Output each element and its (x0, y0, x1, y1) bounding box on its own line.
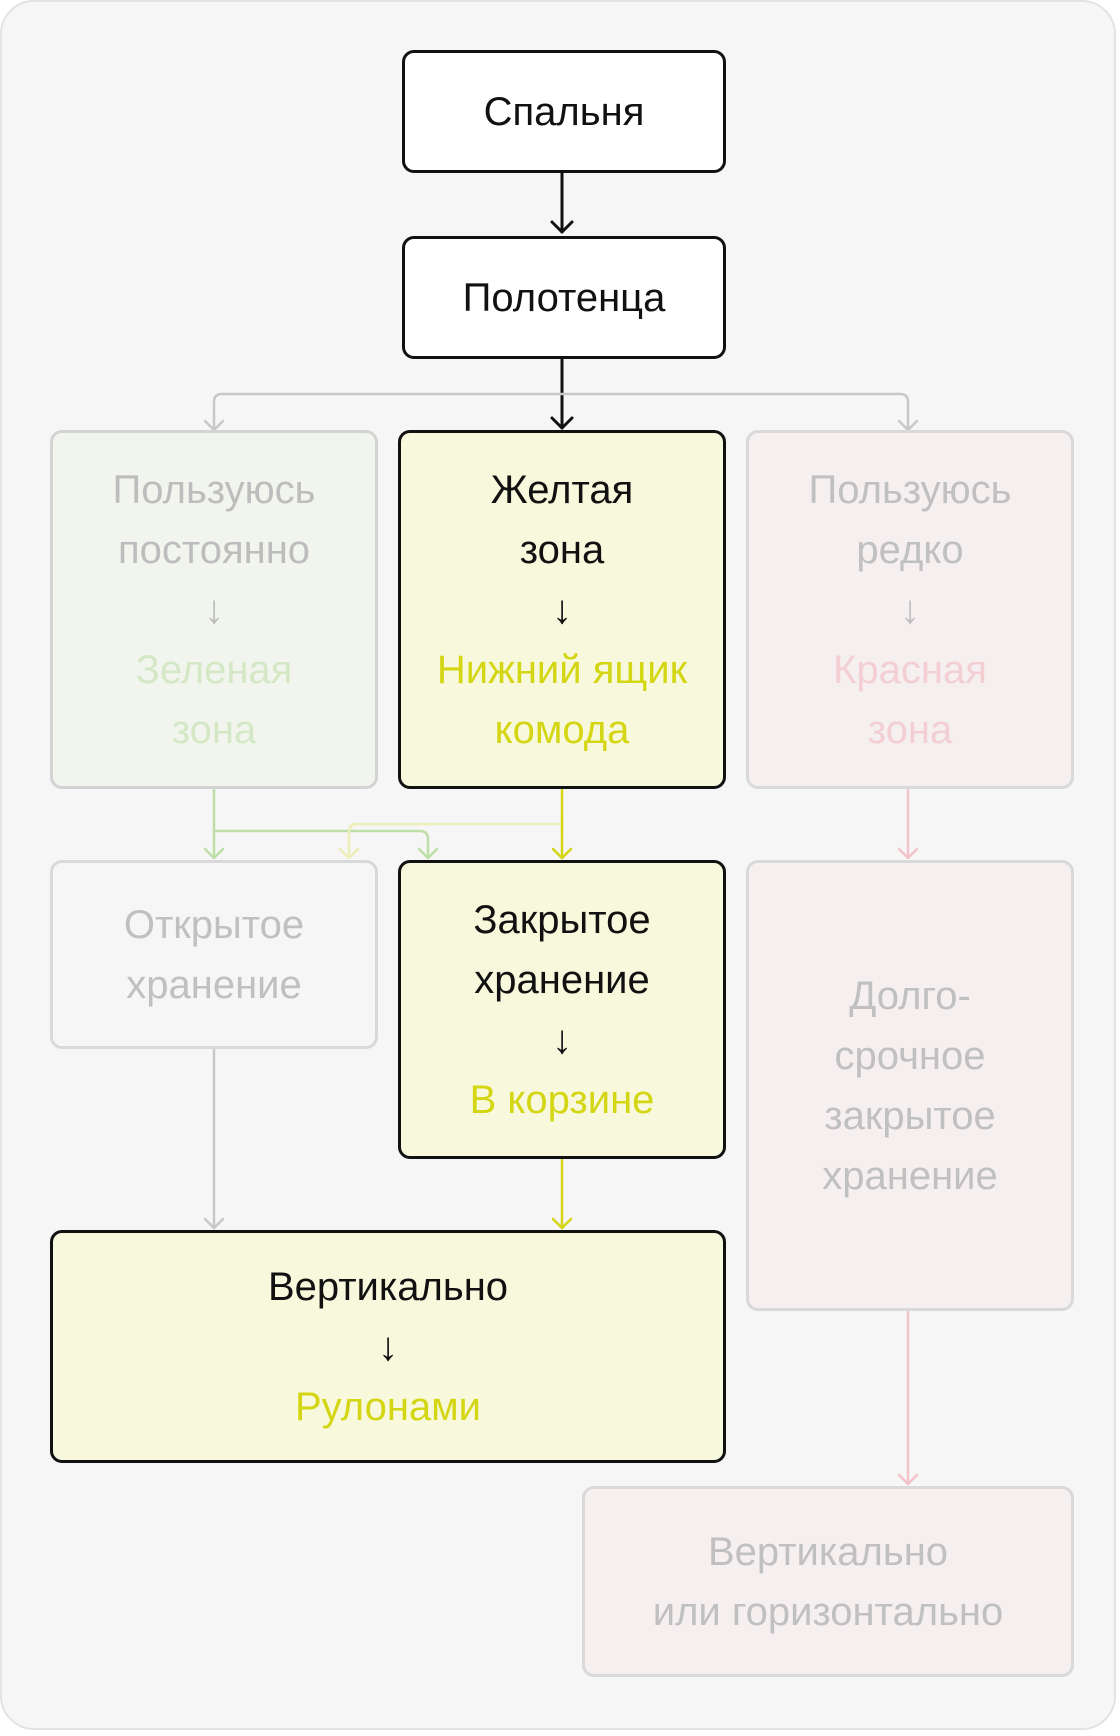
node-green-zone-line1: Зеленая (135, 647, 293, 692)
node-bedroom-label: Спальня (483, 89, 645, 134)
node-open-line2: хранение (126, 962, 302, 1007)
node-towels: Полотенца (402, 236, 726, 359)
node-yellow-place-line1: Нижний ящик (436, 647, 688, 692)
node-towels-label: Полотенца (462, 275, 666, 320)
node-longterm-line4: хранение (822, 1153, 998, 1198)
edge-open-vertical (203, 1047, 225, 1230)
node-vertical: Вертикально ↓ Рулонами (50, 1230, 726, 1463)
node-green-zone-line2: зона (171, 707, 257, 752)
node-constant-use: Пользуюсь постоянно ↓ Зеленая зона (50, 430, 378, 789)
node-yellow-line1: Желтая (490, 467, 634, 512)
node-yellow-place-line2: комода (494, 707, 630, 752)
node-closed-line1: Закрытое (473, 897, 651, 942)
edge-bedroom-towels (550, 171, 574, 234)
edge-yellow-light (338, 822, 564, 860)
node-open-line1: Открытое (123, 902, 305, 947)
node-closed-storage: Закрытое хранение ↓ В корзине (398, 860, 726, 1159)
down-arrow-icon: ↓ (552, 587, 572, 632)
node-yellow-zone: Желтая зона ↓ Нижний ящик комода (398, 430, 726, 789)
node-longterm-line3: закрытое (824, 1093, 996, 1138)
node-closed-line2: хранение (474, 957, 650, 1002)
node-red-zone-line2: зона (867, 707, 953, 752)
node-closed-place: В корзине (469, 1077, 655, 1122)
down-arrow-icon: ↓ (552, 1017, 572, 1062)
node-constant-line1: Пользуюсь (112, 467, 316, 512)
node-yellow-line2: зона (519, 527, 605, 572)
edge-red-longterm (897, 787, 919, 860)
down-arrow-icon: ↓ (378, 1324, 398, 1369)
node-red-zone-line1: Красная (833, 647, 987, 692)
node-vertical-line1: Вертикально (267, 1264, 509, 1309)
node-longterm-line2: срочное (834, 1033, 986, 1078)
down-arrow-icon: ↓ (204, 587, 224, 632)
down-arrow-icon: ↓ (900, 587, 920, 632)
node-rare-line2: редко (856, 527, 964, 572)
node-rare-use: Пользуюсь редко ↓ Красная зона (746, 430, 1074, 789)
node-longterm-line1: Долго- (849, 973, 971, 1018)
edge-yellow-closed (551, 787, 573, 860)
node-verthoriz-line2: или горизонтально (652, 1589, 1004, 1634)
node-open-storage: Открытое хранение (50, 860, 378, 1049)
node-longterm-storage: Долго- срочное закрытое хранение (746, 860, 1074, 1311)
node-constant-line2: постоянно (117, 527, 311, 572)
node-vertical-or-horizontal: Вертикально или горизонтально (582, 1486, 1074, 1677)
node-verthoriz-line1: Вертикально (707, 1529, 949, 1574)
edge-green-down (203, 787, 439, 860)
node-vertical-place: Рулонами (294, 1384, 481, 1429)
node-rare-line1: Пользуюсь (808, 467, 1012, 512)
edge-closed-vertical (551, 1157, 573, 1230)
edge-longterm-verthoriz (897, 1309, 919, 1486)
node-bedroom: Спальня (402, 50, 726, 173)
